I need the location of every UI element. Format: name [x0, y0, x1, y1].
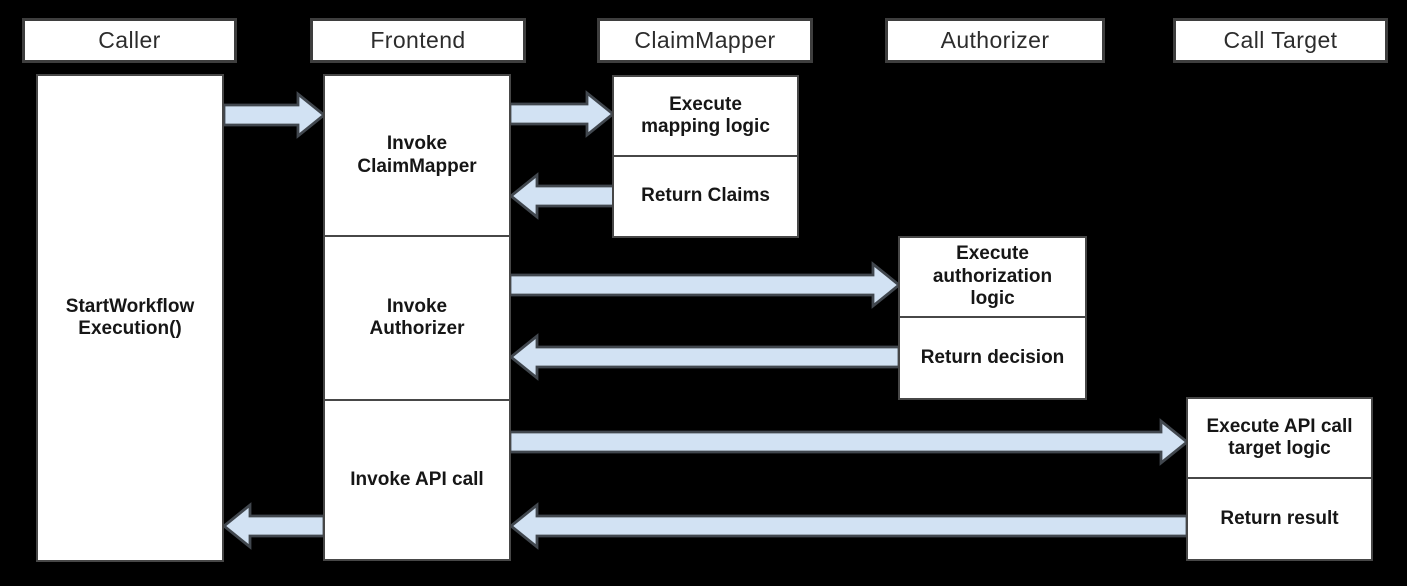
actor-header-call-target: Call Target — [1173, 18, 1388, 63]
actor-header-frontend: Frontend — [310, 18, 526, 63]
arrow-caller-to-frontend — [222, 91, 327, 139]
step-label-execute-mapping-logic: Execute mapping logic — [641, 93, 770, 137]
actor-header-authorizer: Authorizer — [885, 18, 1105, 63]
actor-header-claimmapper: ClaimMapper — [597, 18, 813, 63]
step-label-return-result: Return result — [1220, 507, 1339, 529]
step-box-return-decision: Return decision — [898, 316, 1087, 400]
arrow-claimmapper-to-frontend — [508, 172, 616, 220]
arrow-frontend-to-authorizer — [508, 261, 902, 309]
arrow-authorizer-to-frontend — [508, 333, 901, 381]
arrow-frontend-to-caller — [221, 502, 326, 550]
actor-label-caller: Caller — [98, 27, 161, 53]
step-box-invoke-claimmapper: Invoke ClaimMapper — [323, 74, 511, 237]
actor-label-authorizer: Authorizer — [940, 27, 1050, 53]
actor-label-frontend: Frontend — [370, 27, 466, 53]
actor-label-claimmapper: ClaimMapper — [634, 27, 776, 53]
step-box-execute-mapping-logic: Execute mapping logic — [612, 75, 799, 157]
step-label-return-claims: Return Claims — [641, 185, 770, 207]
arrow-frontend-to-calltarget — [508, 418, 1190, 466]
step-label-invoke-claimmapper: Invoke ClaimMapper — [357, 133, 477, 177]
arrow-calltarget-to-frontend — [508, 502, 1189, 550]
step-label-invoke-authorizer: Invoke Authorizer — [369, 295, 465, 339]
step-box-return-claims: Return Claims — [612, 155, 799, 238]
step-box-invoke-api-call: Invoke API call — [323, 399, 511, 561]
step-label-start-workflow-execution: StartWorkflow Execution() — [65, 295, 195, 339]
step-label-invoke-api-call: Invoke API call — [350, 468, 484, 490]
step-box-execute-api-call-target-logic: Execute API call target logic — [1186, 397, 1373, 479]
actor-header-caller: Caller — [22, 18, 237, 63]
step-label-execute-api-call-target-logic: Execute API call target logic — [1206, 415, 1353, 459]
step-box-return-result: Return result — [1186, 477, 1373, 561]
actor-label-call-target: Call Target — [1223, 27, 1338, 53]
step-box-invoke-authorizer: Invoke Authorizer — [323, 235, 511, 401]
step-box-execute-authorization-logic: Execute authorization logic — [898, 236, 1087, 318]
step-label-return-decision: Return decision — [920, 346, 1065, 368]
step-box-start-workflow-execution: StartWorkflow Execution() — [36, 74, 224, 562]
step-label-execute-authorization-logic: Execute authorization logic — [932, 243, 1053, 310]
arrow-frontend-to-claimmapper — [508, 90, 616, 138]
